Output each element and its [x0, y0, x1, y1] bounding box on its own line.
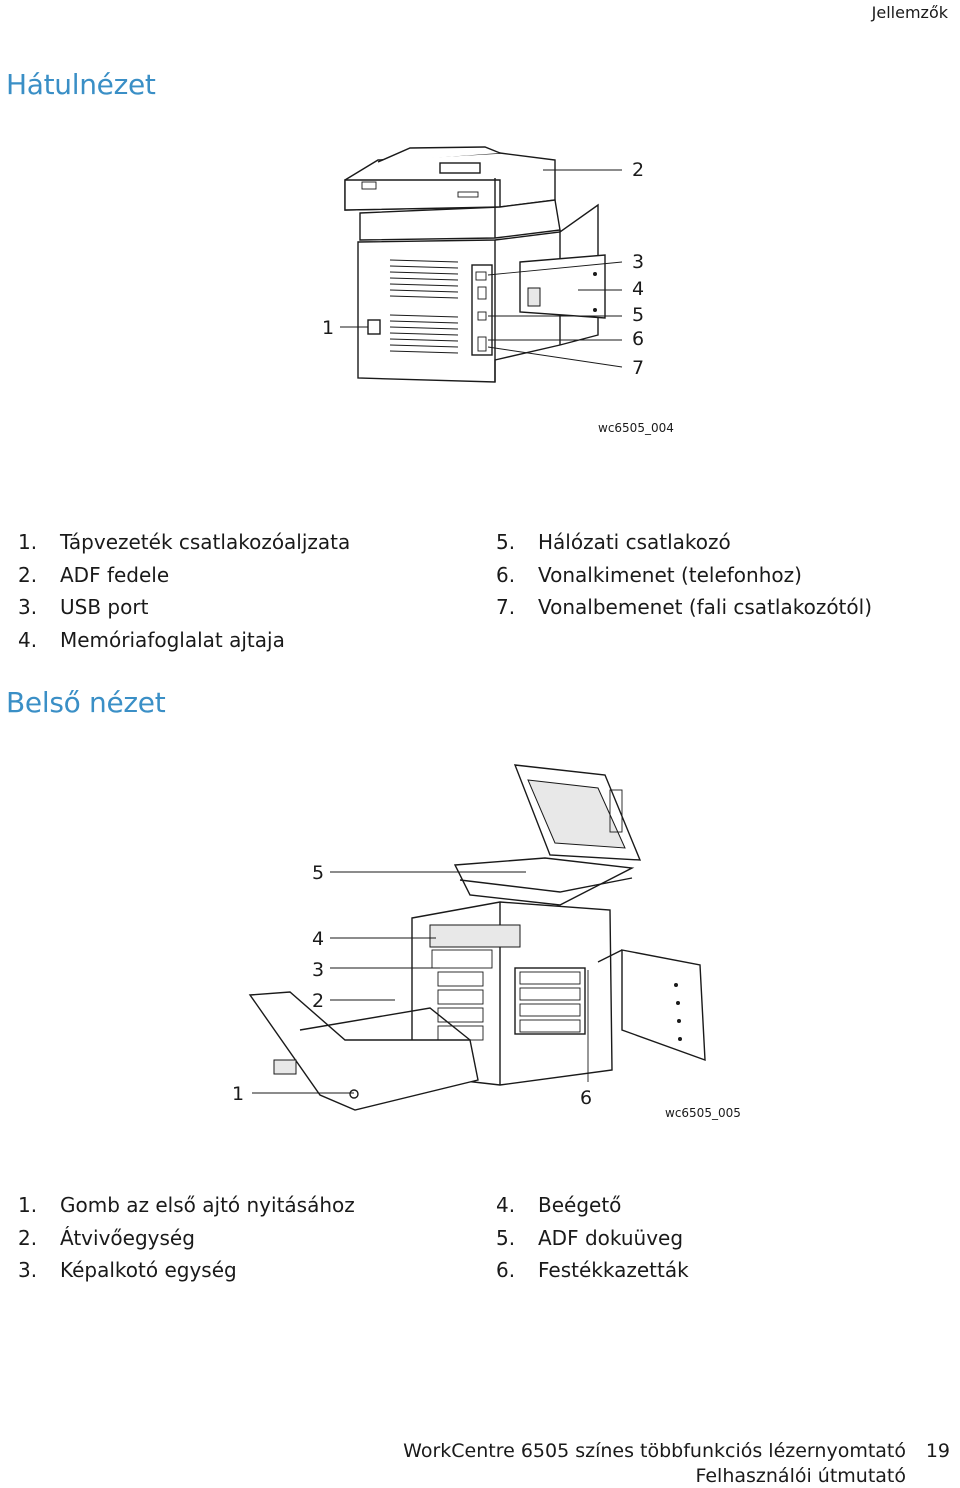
rear-view-illustration: 1 2 3 4 5 6 7 wc6505_004	[322, 146, 674, 435]
internal-callout-2: 2	[312, 990, 324, 1012]
list-item: 1.Gomb az első ajtó nyitásához	[18, 1193, 355, 1217]
list-item: 3.USB port	[18, 595, 149, 619]
footer-product-name: WorkCentre 6505 színes többfunkciós léze…	[403, 1440, 906, 1462]
rear-callout-7: 7	[632, 357, 644, 379]
rear-legend-right: 5.Hálózati csatlakozó 6.Vonalkimenet (te…	[496, 526, 872, 624]
internal-callout-4: 4	[312, 928, 324, 950]
internal-legend-left: 1.Gomb az első ajtó nyitásához 2.Átvivőe…	[18, 1189, 355, 1287]
internal-callout-3: 3	[312, 959, 324, 981]
list-item: 2.ADF fedele	[18, 562, 170, 587]
rear-callout-1: 1	[322, 317, 334, 339]
rear-callout-5: 5	[632, 304, 644, 326]
list-item: 5.ADF dokuüveg	[496, 1225, 684, 1250]
rear-callout-3: 3	[632, 251, 644, 273]
list-item: 4.Beégető	[496, 1193, 622, 1217]
rear-legend-left: 1.Tápvezeték csatlakozóaljzata 2.ADF fed…	[18, 526, 350, 656]
list-item: 7.Vonalbemenet (fali csatlakozótól)	[496, 595, 872, 619]
internal-callout-5: 5	[312, 862, 324, 884]
rear-callout-6: 6	[632, 328, 644, 350]
rear-figure-id: wc6505_004	[598, 421, 674, 435]
rear-callout-2: 2	[632, 159, 644, 181]
internal-callout-1: 1	[232, 1083, 244, 1105]
list-item: 1.Tápvezeték csatlakozóaljzata	[18, 530, 351, 554]
rear-view-title: Hátulnézet	[6, 68, 156, 101]
internal-callout-6: 6	[580, 1087, 592, 1109]
list-item: 6.Vonalkimenet (telefonhoz)	[496, 562, 802, 587]
internal-figure-id: wc6505_005	[665, 1106, 740, 1120]
page-number: 19	[925, 1440, 950, 1462]
list-item: 2.Átvivőegység	[18, 1225, 195, 1250]
footer-guide-title: Felhasználói útmutató	[695, 1465, 906, 1487]
internal-view-title: Belső nézet	[6, 686, 166, 719]
internal-view-illustration: 1 2 3 4 5 6 wc6505_005	[232, 764, 740, 1120]
internal-legend-right: 4.Beégető 5.ADF dokuüveg 6.Festékkazettá…	[496, 1189, 689, 1287]
chapter-header: Jellemzők	[871, 3, 948, 22]
rear-callout-4: 4	[632, 278, 644, 300]
list-item: 3.Képalkotó egység	[18, 1258, 237, 1282]
list-item: 5.Hálózati csatlakozó	[496, 530, 731, 554]
list-item: 4.Memóriafoglalat ajtaja	[18, 627, 285, 652]
list-item: 6.Festékkazetták	[496, 1258, 689, 1282]
